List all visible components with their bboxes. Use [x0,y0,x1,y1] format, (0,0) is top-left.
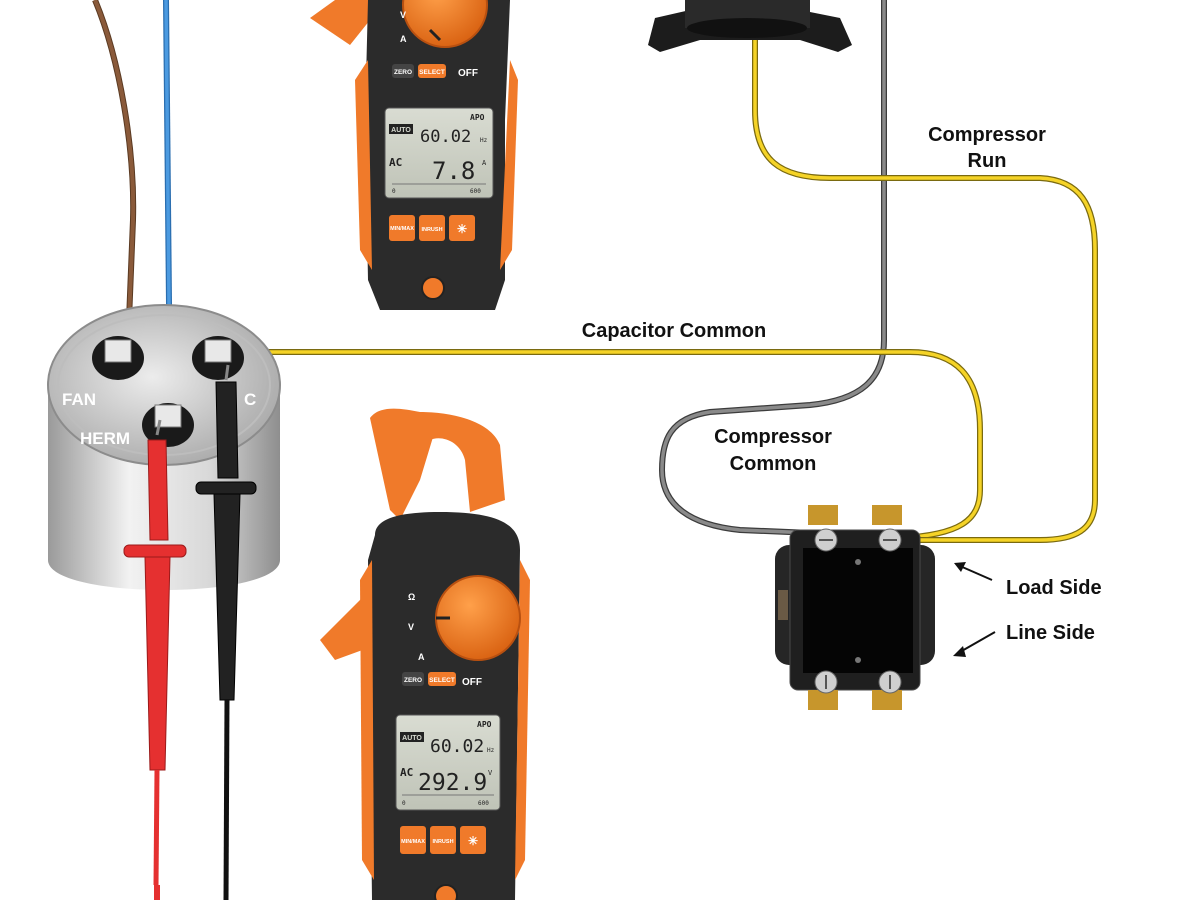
bottom-frequency: 60.02 [430,736,484,757]
herm-terminal[interactable] [142,403,194,447]
top-freq-unit: Hz [480,137,488,144]
top-scale-min: 0 [392,188,396,195]
bottom-scale-max: 600 [478,800,489,807]
bottom-backlight-icon: ✳ [468,834,478,848]
bottom-reading: 292.9 [418,770,487,796]
top-minmax-button[interactable]: MIN/MAX [389,215,415,241]
svg-text:V: V [400,10,406,20]
bottom-scale-min: 0 [402,800,406,807]
top-zero-button[interactable]: ZERO [392,64,414,78]
terminal-c-label: C [244,390,256,409]
svg-text:MIN/MAX: MIN/MAX [401,839,425,845]
top-frequency: 60.02 [420,127,471,147]
c-terminal[interactable] [192,336,244,380]
compressor-run-label-2: Run [968,150,1007,172]
capacitor-common-label: Capacitor Common [582,320,766,342]
top-auto: AUTO [391,127,411,134]
bottom-off-label: OFF [462,677,482,688]
annotation-arrows [953,562,996,657]
clamp-meter-bottom: Ω V A ZERO SELECT OFF APO AUTO 60.02 Hz … [320,408,530,900]
svg-text:MIN/MAX: MIN/MAX [390,226,414,232]
bottom-backlight-button[interactable]: ✳ [460,826,486,854]
bottom-jack-port[interactable] [434,884,458,900]
bottom-zero-button[interactable]: ZERO [402,672,424,686]
clamp-meter-top: V A ZERO SELECT OFF APO AUTO 60.02 Hz AC… [310,0,518,310]
load-side-label: Load Side [1006,577,1102,599]
red-probe[interactable] [123,419,187,900]
terminal-herm-label: HERM [80,429,130,448]
labels: Compressor Run Capacitor Common Compress… [582,124,1102,644]
load-side-arrow [959,565,993,581]
bottom-reading-unit: V [488,769,493,777]
svg-text:ZERO: ZERO [394,69,412,76]
top-reading: 7.8 [432,157,475,185]
top-jack-port[interactable] [421,276,445,300]
capacitor-common-wire [228,349,983,541]
svg-text:ZERO: ZERO [404,677,422,684]
svg-text:SELECT: SELECT [429,677,455,684]
top-inrush-button[interactable]: INRUSH [419,215,445,241]
top-meter-dial[interactable] [402,0,488,48]
top-apo: APO [470,113,485,122]
line-terminal-left[interactable] [808,670,838,710]
svg-text:A: A [400,34,407,44]
top-select-button[interactable]: SELECT [418,64,446,78]
bottom-mode: AC [400,766,413,779]
svg-text:Ω: Ω [408,592,415,602]
fan-terminal[interactable] [92,336,144,380]
bottom-auto: AUTO [402,735,422,742]
contactor [775,505,935,710]
top-backlight-icon: ✳ [457,222,467,236]
line-side-arrow [959,631,996,653]
line-terminal-right[interactable] [872,670,902,710]
top-mode: AC [389,156,402,169]
svg-text:A: A [418,652,425,662]
svg-text:SELECT: SELECT [419,69,445,76]
black-probe[interactable] [195,364,257,900]
bottom-inrush-button[interactable]: INRUSH [430,826,456,854]
load-terminal-right[interactable] [872,505,902,552]
top-reading-unit: A [482,159,487,167]
bottom-minmax-button[interactable]: MIN/MAX [400,826,426,854]
load-terminal-left[interactable] [808,505,838,552]
top-backlight-button[interactable]: ✳ [449,215,475,241]
line-side-label: Line Side [1006,622,1095,644]
top-scale-max: 600 [470,188,481,195]
compressor-run-label: Compressor [928,124,1046,146]
bottom-apo: APO [477,720,492,729]
top-off-label: OFF [458,68,478,79]
terminal-fan-label: FAN [62,390,96,409]
compressor-common-label-2: Common [730,453,817,475]
bottom-freq-unit: Hz [487,747,495,754]
svg-text:INRUSH: INRUSH [432,839,453,845]
wires [92,0,1098,543]
compressor-common-label: Compressor [714,426,832,448]
motor-mount [648,0,852,52]
bottom-select-button[interactable]: SELECT [428,672,456,686]
svg-text:INRUSH: INRUSH [421,227,442,233]
svg-text:V: V [408,622,414,632]
